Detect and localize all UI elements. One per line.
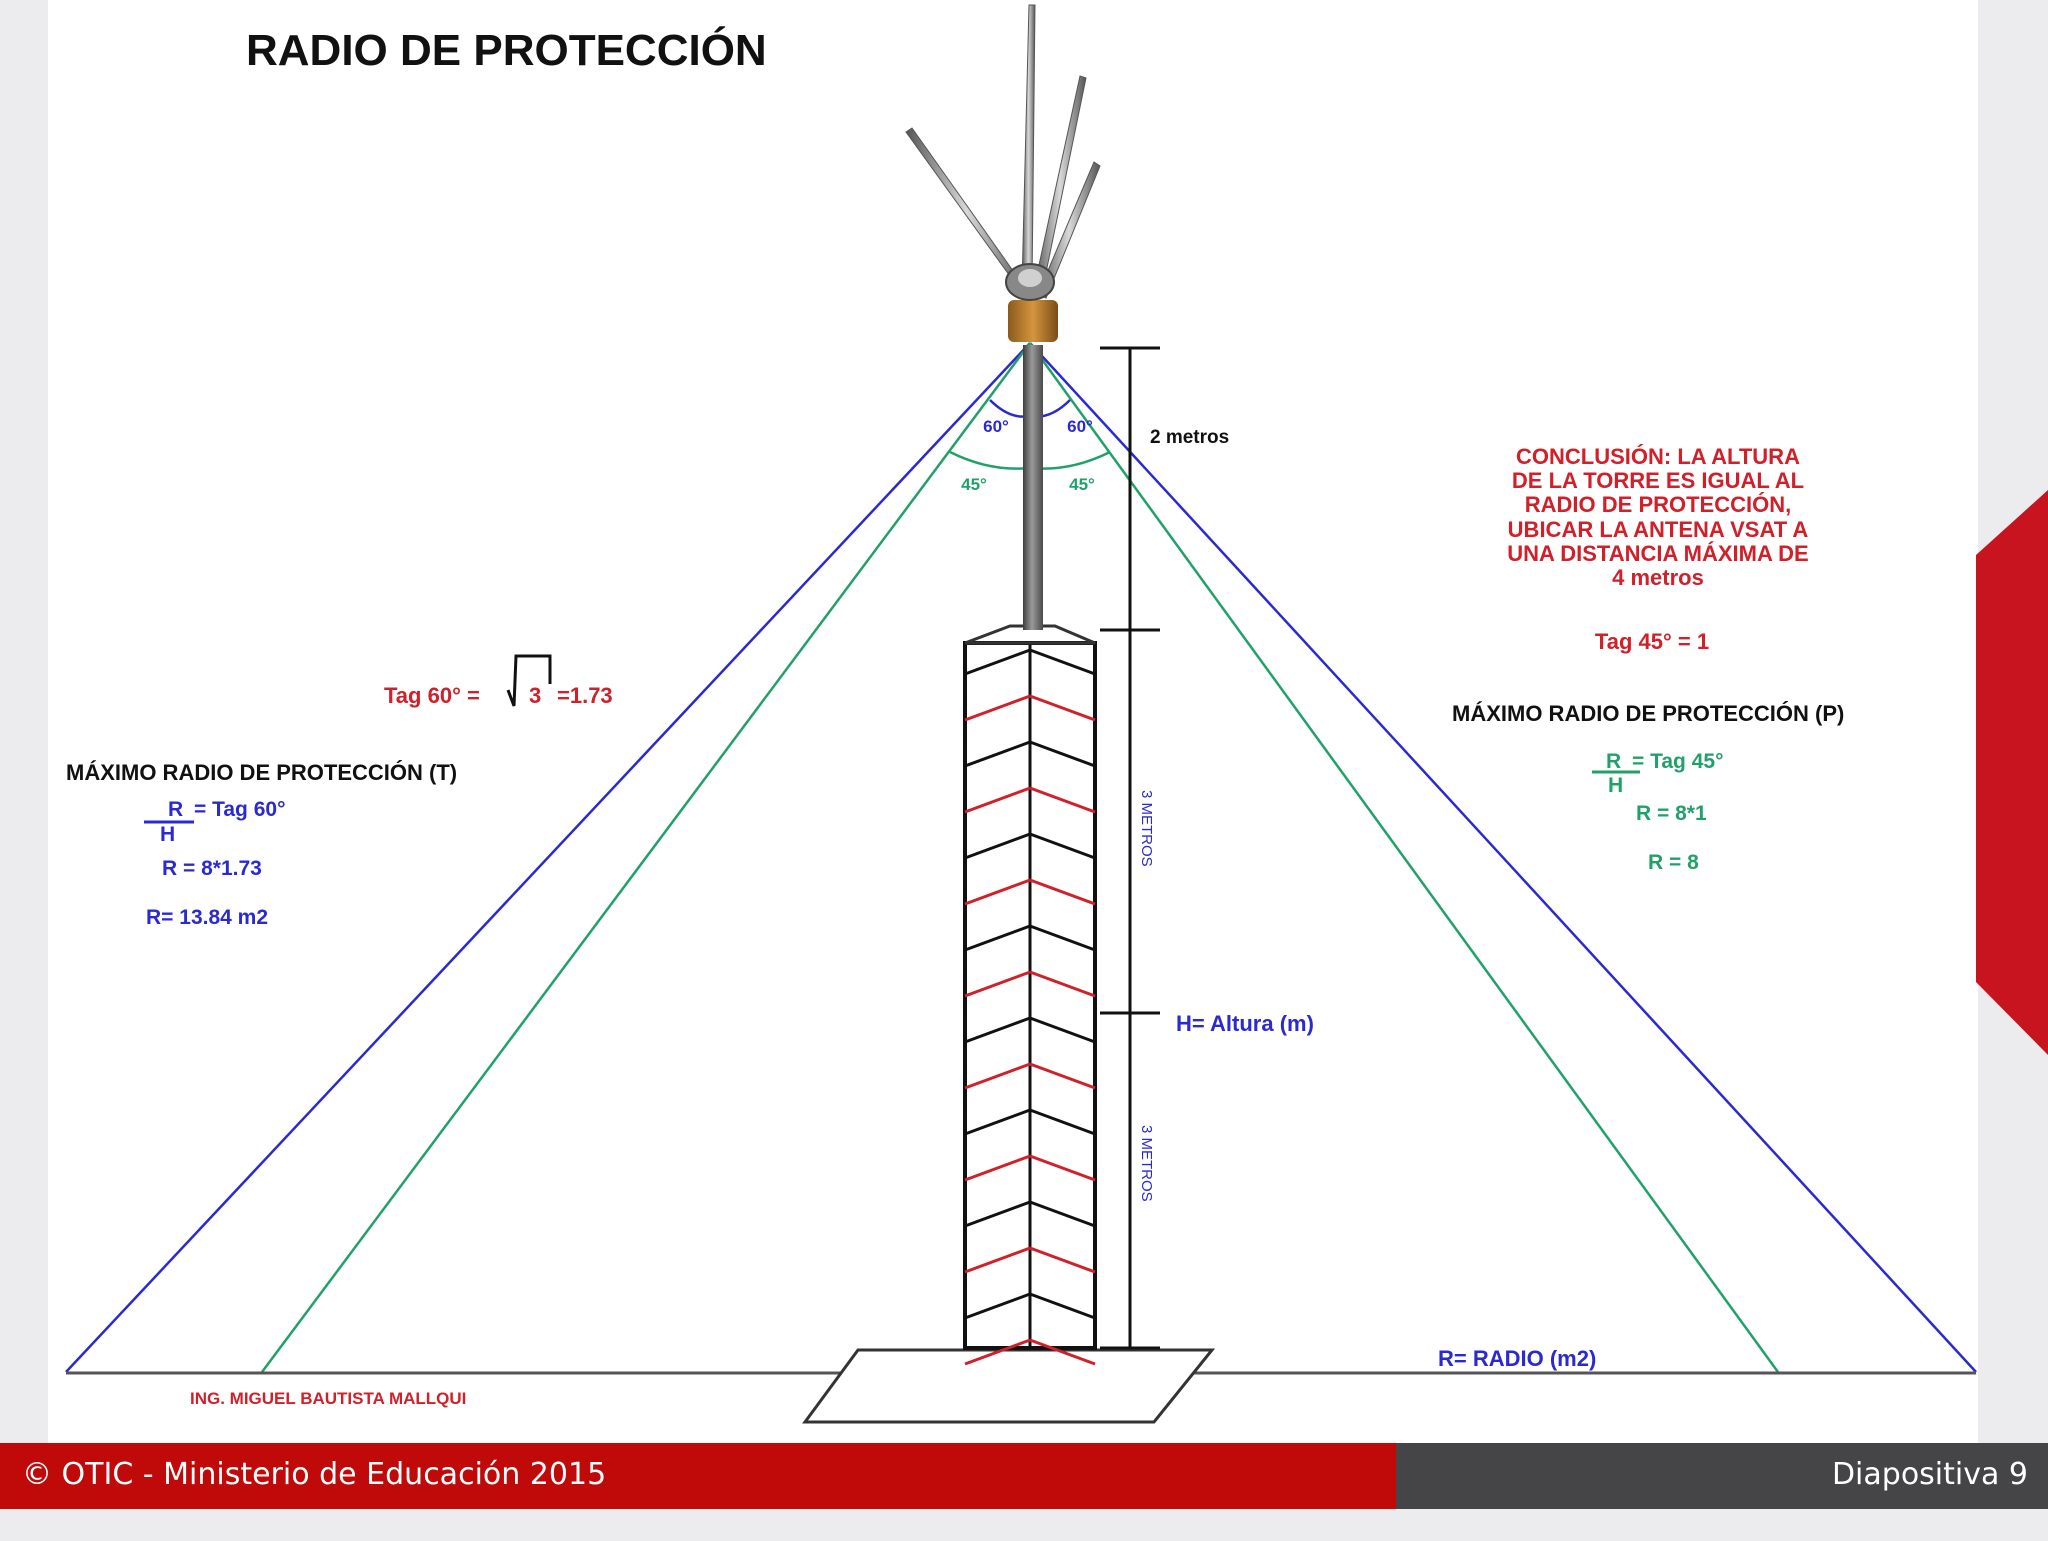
dimension-top-label: 2 metros bbox=[1150, 427, 1229, 448]
angle-45-left-label: 45° bbox=[961, 475, 987, 494]
lattice-brace bbox=[1029, 1246, 1096, 1274]
lattice-brace bbox=[964, 1246, 1031, 1274]
lattice-brace bbox=[1029, 1062, 1096, 1090]
conclusion-line: CONCLUSIÓN: LA ALTURA bbox=[1516, 444, 1800, 469]
conclusion-text: CONCLUSIÓN: LA ALTURA DE LA TORRE ES IGU… bbox=[1507, 444, 1808, 590]
height-label: H= Altura (m) bbox=[1176, 1011, 1314, 1036]
conclusion-line: 4 metros bbox=[1612, 565, 1704, 590]
tag60-prefix: Tag 60° = bbox=[384, 683, 480, 708]
left-ratio-numerator: R bbox=[168, 798, 183, 821]
tag60-result: =1.73 bbox=[557, 683, 613, 708]
lattice-brace bbox=[964, 1108, 1031, 1136]
lattice-brace bbox=[964, 1154, 1031, 1182]
slide-background bbox=[48, 0, 1978, 1443]
lattice-brace bbox=[1029, 694, 1096, 722]
left-calc-2: R= 13.84 m2 bbox=[146, 906, 268, 929]
right-ratio-numerator: R bbox=[1606, 750, 1621, 773]
lattice-brace bbox=[964, 924, 1031, 952]
angle-45-right-label: 45° bbox=[1069, 475, 1095, 494]
conclusion-line: UNA DISTANCIA MÁXIMA DE bbox=[1507, 541, 1808, 566]
lattice-brace bbox=[964, 1292, 1031, 1320]
conclusion-line: RADIO DE PROTECCIÓN, bbox=[1525, 492, 1791, 517]
lattice-brace bbox=[1029, 740, 1096, 768]
lattice-brace bbox=[1029, 648, 1096, 676]
footer-copyright: © OTIC - Ministerio de Educación 2015 bbox=[22, 1457, 607, 1492]
protection-cone-60 bbox=[65, 342, 1977, 1373]
lattice-brace bbox=[1029, 832, 1096, 860]
right-calc-2: R = 8 bbox=[1648, 851, 1699, 874]
lattice-brace bbox=[1029, 1292, 1096, 1320]
footer-left-bar bbox=[0, 1443, 1396, 1509]
tag60-root: 3 bbox=[529, 683, 541, 708]
lattice-brace bbox=[964, 1200, 1031, 1228]
lattice-brace bbox=[964, 832, 1031, 860]
lattice-brace bbox=[1029, 1108, 1096, 1136]
left-ratio-rhs: = Tag 60° bbox=[194, 798, 285, 821]
lattice-brace bbox=[964, 694, 1031, 722]
tower-lattice bbox=[963, 624, 1097, 1366]
accent-chevron-shape bbox=[1976, 490, 2048, 1055]
right-calc-1: R = 8*1 bbox=[1636, 802, 1707, 825]
sqrt-symbol bbox=[506, 654, 552, 707]
lattice-brace bbox=[964, 648, 1031, 676]
base-slab bbox=[802, 1348, 1216, 1424]
lattice-brace bbox=[964, 1016, 1031, 1044]
left-ratio-denominator: H bbox=[160, 823, 175, 846]
lattice-brace bbox=[1029, 1016, 1096, 1044]
dimension-mid-label: 3 METROS bbox=[1138, 790, 1155, 867]
lattice-brace bbox=[1029, 1338, 1096, 1366]
lattice-brace bbox=[1029, 1154, 1096, 1182]
left-calc-1: R = 8*1.73 bbox=[162, 857, 262, 880]
slide-number: Diapositiva 9 bbox=[1831, 1457, 2028, 1492]
lattice-brace bbox=[1029, 786, 1096, 814]
author-credit: ING. MIGUEL BAUTISTA MALLQUI bbox=[190, 1389, 466, 1408]
lattice-brace bbox=[1029, 970, 1096, 998]
footer-right-bar bbox=[1396, 1443, 2048, 1509]
protection-cone-45 bbox=[260, 342, 1780, 1373]
lightning-rod-tips bbox=[905, 4, 1101, 301]
right-max-radius-heading: MÁXIMO RADIO DE PROTECCIÓN (P) bbox=[1452, 701, 1844, 726]
lattice-brace bbox=[1029, 878, 1096, 906]
lattice-brace bbox=[1029, 1200, 1096, 1228]
lattice-brace bbox=[964, 740, 1031, 768]
lattice-brace bbox=[1029, 924, 1096, 952]
conclusion-line: UBICAR LA ANTENA VSAT A bbox=[1508, 517, 1809, 542]
right-ratio-denominator: H bbox=[1608, 774, 1623, 797]
conclusion-line: DE LA TORRE ES IGUAL AL bbox=[1512, 468, 1804, 493]
radius-label: R= RADIO (m2) bbox=[1438, 1346, 1596, 1371]
lattice-brace bbox=[964, 1338, 1031, 1366]
dimension-lines bbox=[1100, 346, 1160, 1350]
tag45-formula: Tag 45° = 1 bbox=[1595, 629, 1709, 654]
dimension-low-label: 3 METROS bbox=[1138, 1125, 1155, 1202]
slide-title: RADIO DE PROTECCIÓN bbox=[246, 25, 767, 75]
lattice-brace bbox=[964, 1062, 1031, 1090]
left-max-radius-heading: MÁXIMO RADIO DE PROTECCIÓN (T) bbox=[66, 760, 457, 785]
lattice-brace bbox=[964, 878, 1031, 906]
angle-60-right-label: 60° bbox=[1067, 417, 1093, 436]
right-ratio-rhs: = Tag 45° bbox=[1632, 750, 1723, 773]
angle-60-left-label: 60° bbox=[983, 417, 1009, 436]
mast bbox=[1008, 300, 1058, 630]
lattice-brace bbox=[964, 970, 1031, 998]
lattice-brace bbox=[964, 786, 1031, 814]
